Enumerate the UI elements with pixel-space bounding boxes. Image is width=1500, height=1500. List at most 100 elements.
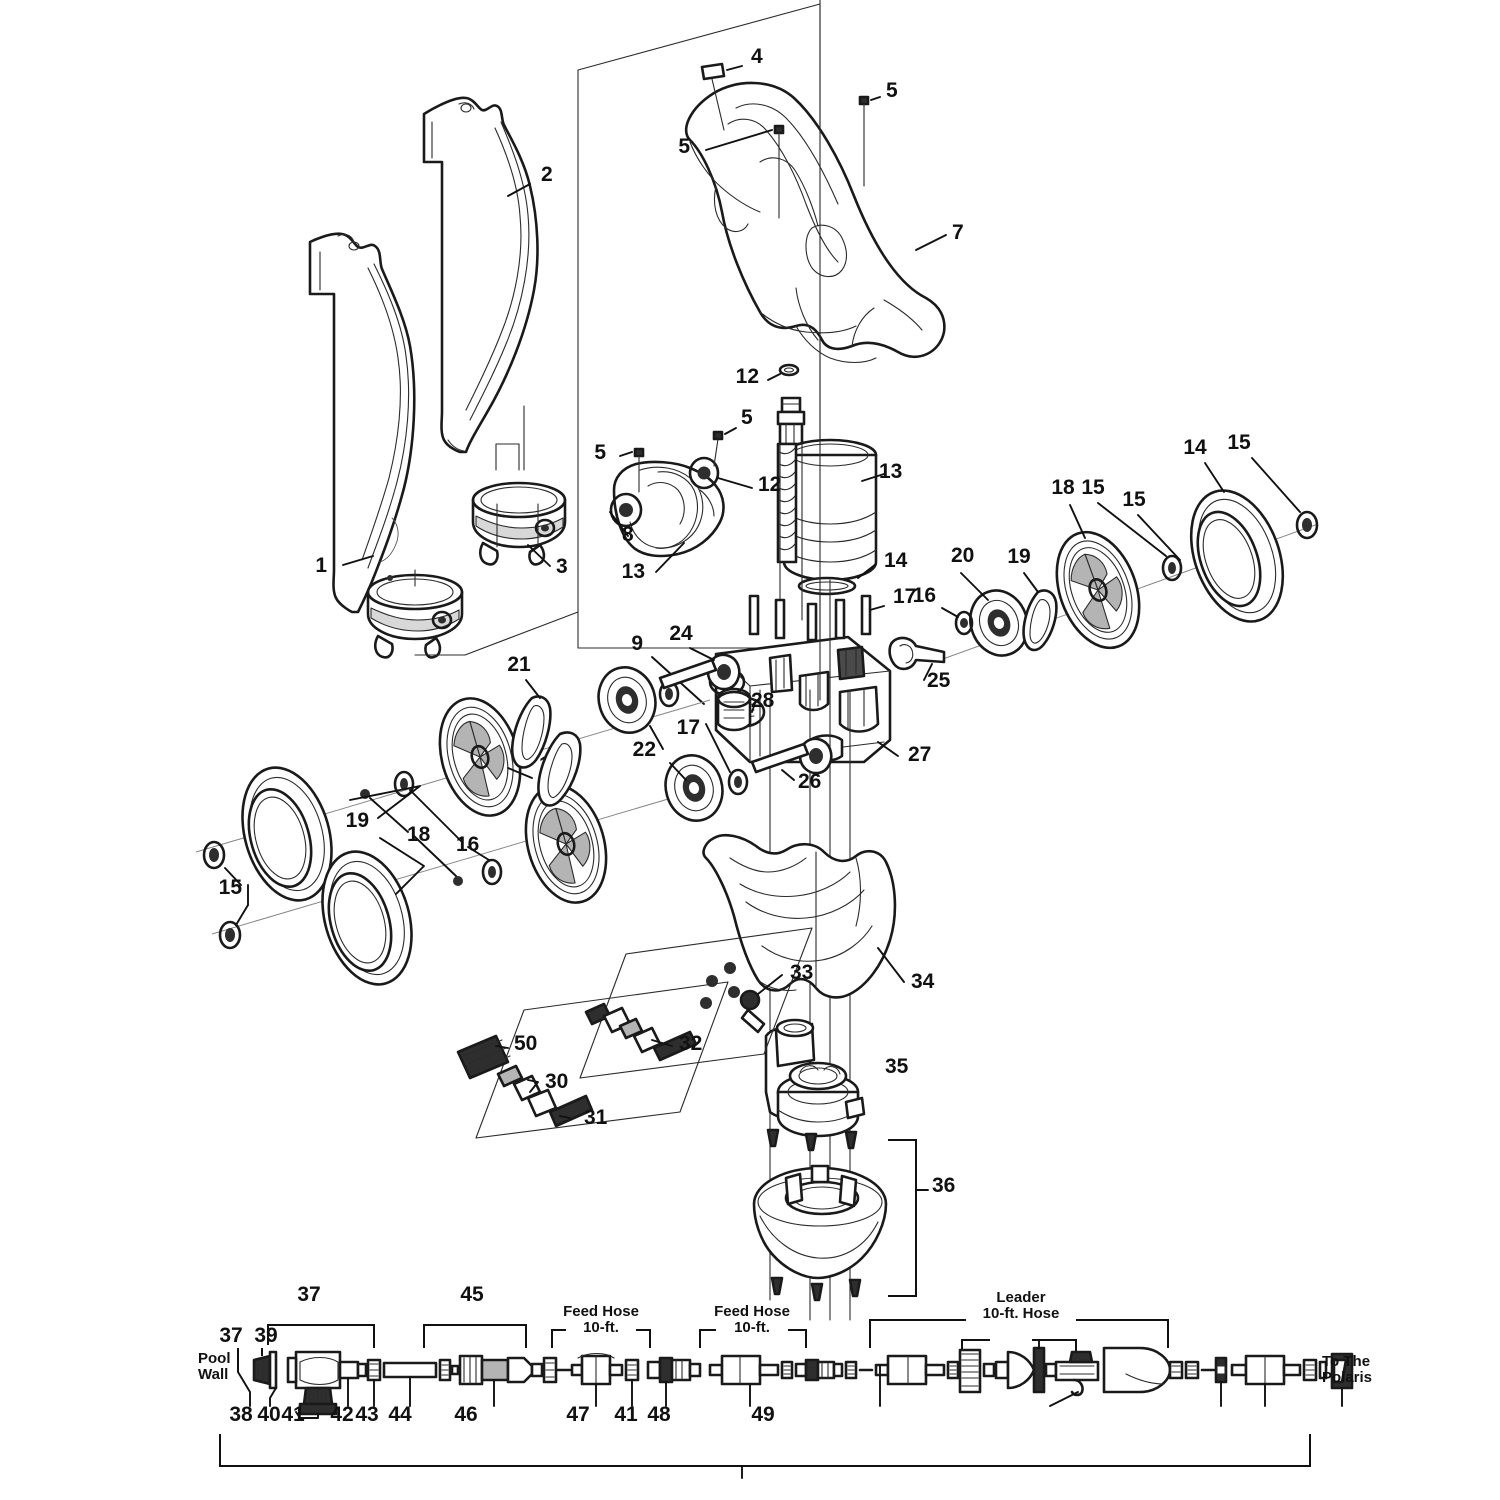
part-15-washer-right: 15 <box>1081 476 1183 582</box>
callout-label-11: 14 <box>884 549 908 572</box>
part-38-pipe: 44 <box>382 1361 438 1426</box>
leader-label-line2: 10-ft. Hose <box>983 1305 1060 1322</box>
callout-label-31: 38 <box>229 1403 253 1426</box>
part-34-35-valve: 41 42 <box>281 1350 368 1426</box>
part-12-cap-left-lower <box>218 920 242 950</box>
to-polaris-line2: Polaris <box>1322 1369 1372 1386</box>
callout-label-36: 37 <box>297 1283 320 1306</box>
callout-15-left: 16 <box>409 789 490 861</box>
part-12-cap-right: 15 <box>1227 431 1319 540</box>
part-5-screw-wheel-right: 16 <box>913 584 974 636</box>
part-17-belt-left: 21 <box>507 653 582 807</box>
part-14-pins-left: 18 <box>360 789 463 886</box>
callout-label-32: 39 <box>254 1324 277 1347</box>
callout-label-5a: 5 <box>886 79 898 102</box>
callout-label-14b: 18 <box>407 823 431 846</box>
callout-label-43: 49 <box>751 1403 774 1426</box>
part-18-hub-left-lower <box>664 754 724 822</box>
part-16-wheel-left-lower <box>524 784 608 904</box>
to-polaris-line1: To The <box>1322 1353 1370 1370</box>
part-16-wheel-right: 18 <box>1051 476 1141 650</box>
callout-label-18a: 20 <box>951 544 974 567</box>
callout-label-20: 28 <box>751 689 775 712</box>
callout-label-3: 3 <box>556 555 568 578</box>
callout-label-19b: 25 <box>927 669 951 692</box>
callout-label-15b: 16 <box>456 833 479 856</box>
part-19-bracket-left-upper: 24 <box>658 622 741 691</box>
callout-label-6: 7 <box>952 221 964 244</box>
callout-label-26: 33 <box>790 961 813 984</box>
part-6-top-shell <box>684 81 946 364</box>
callout-label-1: 1 <box>315 554 327 577</box>
callout-label-14a: 15 <box>1122 488 1146 511</box>
part-22-screen: 50 <box>456 1032 537 1080</box>
part-50-chassis: 27 <box>708 635 931 766</box>
feed-hose-1-line2: 10-ft. <box>583 1319 619 1336</box>
callout-2: 2 <box>507 163 553 197</box>
callout-label-39: 45 <box>460 1283 484 1306</box>
part-30-31: 37 38 <box>219 1324 253 1426</box>
screws-under-pump <box>766 1128 858 1152</box>
callout-label-21: 17 <box>893 585 916 608</box>
callout-label-12a: 15 <box>1227 431 1251 454</box>
part-39-connector-group: 46 <box>438 1354 558 1426</box>
callout-label-30: 37 <box>219 1324 242 1347</box>
part-11-oring: 14 <box>797 549 908 596</box>
part-5-screws-top: 5 5 <box>678 79 898 219</box>
callout-label-34: 41 <box>281 1403 305 1426</box>
callout-label-12b: 15 <box>219 876 243 899</box>
callout-label-22: 50 <box>514 1032 537 1055</box>
part-14-pin-right: 15 <box>1122 488 1181 561</box>
part-4-clip: 4 <box>700 45 763 131</box>
part-19-bracket-left-lower: 26 <box>750 737 833 793</box>
feed-hose-2-line2: 10-ft. <box>734 1319 770 1336</box>
part-19-bracket-right: 25 <box>888 636 951 692</box>
part-29-bottom-housing: 36 <box>752 1139 955 1302</box>
callout-label-18b: 22 <box>633 738 656 761</box>
callout-label-8a: 12 <box>758 473 781 496</box>
part-24-nozzle: 31 <box>526 1088 608 1129</box>
callout-label-19a: 24 <box>669 622 693 645</box>
callout-label-25: 32 <box>679 1032 702 1055</box>
callout-18-left: 22 <box>633 725 687 781</box>
part-20-roller: 28 <box>716 687 775 732</box>
part-15-washer-center: 17 <box>658 680 749 796</box>
part-13-tire-left-upper <box>241 766 333 902</box>
callout-label-5d: 5 <box>741 406 753 429</box>
callout-label-42: 48 <box>647 1403 671 1426</box>
leader-label-line1: Leader <box>996 1289 1045 1306</box>
callout-label-27: 34 <box>911 970 935 993</box>
part-41-hose-a: 47 <box>566 1352 624 1426</box>
callout-label-9: 13 <box>622 560 645 583</box>
callout-label-40: 46 <box>454 1403 477 1426</box>
callout-12-left: 15 <box>219 867 249 926</box>
part-2-sweep-hose-sail <box>422 96 539 454</box>
callout-label-8c: 9 <box>631 632 643 655</box>
callout-label-10: 13 <box>879 460 902 483</box>
part-42-connector: 48 <box>646 1356 702 1426</box>
callout-label-35: 42 <box>330 1403 353 1426</box>
callout-label-15d: 17 <box>677 716 700 739</box>
part-48-end-fitting <box>1302 1352 1354 1407</box>
part-15-washer-left-lower <box>481 858 503 886</box>
callout-label-7: 12 <box>736 365 759 388</box>
callout-21: 17 <box>869 585 916 611</box>
callout-label-8b: 8 <box>622 523 634 546</box>
callout-label-5c: 5 <box>594 441 606 464</box>
part-43-hose: 49 <box>708 1354 780 1426</box>
callout-label-41a: 47 <box>566 1403 589 1426</box>
callout-label-4: 4 <box>751 45 763 68</box>
hose-assembly-row: Pool Wall 37 38 39 40 37 <box>198 1283 1372 1479</box>
part-13-tire-left-lower <box>321 850 413 986</box>
part-27-shroud: 34 <box>702 833 935 999</box>
callout-label-19c: 26 <box>798 770 821 793</box>
part-16-wheel-left-upper <box>438 697 522 817</box>
part-3-collar <box>471 481 567 566</box>
callout-label-15a: 15 <box>1081 476 1105 499</box>
callout-label-33: 40 <box>257 1403 280 1426</box>
callout-label-24: 31 <box>584 1106 608 1129</box>
callout-label-38: 44 <box>388 1403 412 1426</box>
pool-wall-label-2: Wall <box>198 1366 228 1383</box>
